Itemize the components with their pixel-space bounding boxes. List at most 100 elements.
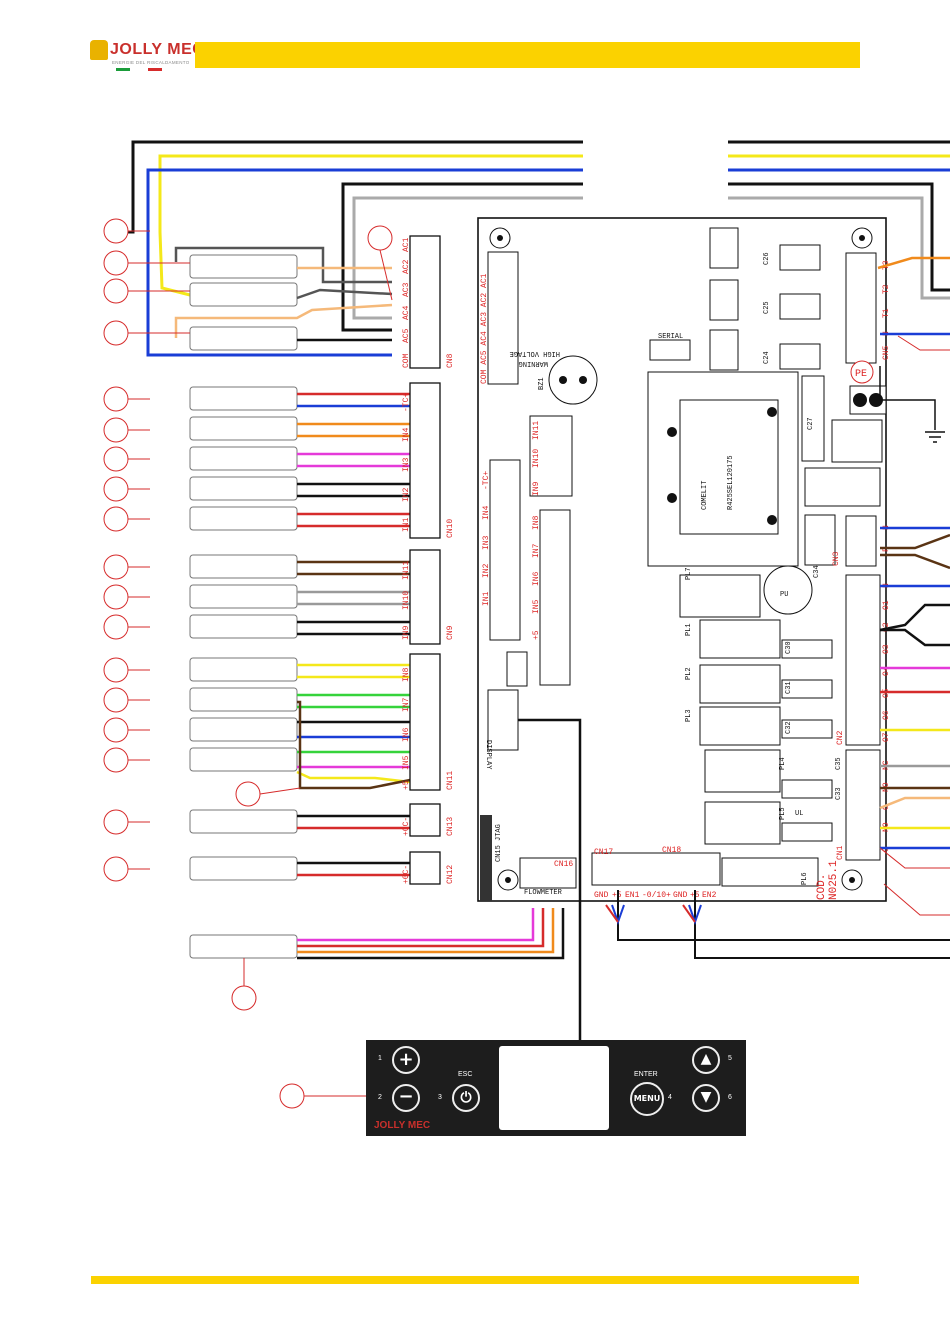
relay-pl2: PL2 <box>685 667 693 680</box>
pin-c-2: C <box>882 847 891 852</box>
flag-red-mark <box>148 68 162 71</box>
cn8-pin-ac5: AC5 <box>402 328 411 343</box>
cn8-pin-ac4: AC4 <box>402 305 411 320</box>
warning-label: WARNING <box>519 359 548 367</box>
cn8-pin-ac2: AC2 <box>402 259 411 274</box>
panel-num-1: 1 <box>378 1055 382 1062</box>
minus-button[interactable]: − <box>392 1084 420 1112</box>
logo-brand-text: JOLLY MEC <box>110 41 205 58</box>
board-cn9-in11: IN11 <box>532 421 541 440</box>
panel-num-5: 5 <box>728 1055 732 1062</box>
cn13-pin: +0C- <box>402 817 411 836</box>
left-connector-blocks <box>409 235 441 885</box>
board-cn10-in3: IN3 <box>482 535 491 550</box>
ul-label: UL <box>795 810 803 818</box>
right-output-wires <box>518 256 950 1040</box>
left-connector-labels: COM AC5 AC4 AC3 AC2 AC1 CN8 -TC+ IN4 IN3… <box>402 237 455 884</box>
down-button[interactable]: ▼ <box>692 1084 720 1112</box>
pin-f: F <box>882 547 891 552</box>
cap-c33: C33 <box>835 787 843 800</box>
pin-5v-1: +5 <box>612 891 622 900</box>
cap-c31: C31 <box>785 681 793 694</box>
high-voltage-label: HIGH VOLTAGE <box>510 349 560 357</box>
cn13-name: CN13 <box>446 817 455 836</box>
board-cn10-in4: IN4 <box>482 505 491 520</box>
logo-tagline: ENERGIE DEL RISCALDAMENTO <box>112 60 190 65</box>
pin-o7: O7 <box>882 732 891 742</box>
pin-t2: T2 <box>882 284 891 294</box>
pu-label: PU <box>780 591 788 599</box>
menu-button[interactable]: MENU <box>630 1082 664 1116</box>
serial-label: SERIAL <box>658 333 683 341</box>
cn9-pin-in10: IN10 <box>402 591 411 610</box>
control-panel: 1 2 3 4 5 6 + − ESC ⏻ ENTER MENU ▲ ▼ JOL… <box>366 1040 746 1136</box>
arrow-up-icon: ▲ <box>700 1051 712 1067</box>
control-board <box>477 217 887 902</box>
pin-t1: T1 <box>882 308 891 318</box>
cn12-name: CN12 <box>446 865 455 884</box>
panel-brand-text: JOLLY MEC <box>374 1120 431 1131</box>
jolly-mec-logo: JOLLY MEC ENERGIE DEL RISCALDAMENTO <box>90 38 204 72</box>
relay-pl1: PL1 <box>685 623 693 636</box>
page-header: JOLLY MEC ENERGIE DEL RISCALDAMENTO <box>0 0 950 90</box>
sensor-boxes <box>189 254 298 959</box>
cap-c27: C27 <box>807 417 815 430</box>
board-cn8-pins: COM AC5 AC4 AC3 AC2 AC1 <box>480 273 489 384</box>
flowmeter-label: FLOWMETER <box>524 889 563 897</box>
plus-button[interactable]: + <box>392 1046 420 1074</box>
cn9-name: CN9 <box>446 625 455 640</box>
cn8-pin-ac3: AC3 <box>402 282 411 297</box>
cn9-pin-in11: IN11 <box>402 561 411 580</box>
power-button[interactable]: ⏻ <box>452 1084 480 1112</box>
cn11-pin-5v: +5 <box>402 780 411 790</box>
panel-brand-logo: JOLLY MEC <box>374 1120 430 1131</box>
cap-c26: C26 <box>763 252 771 265</box>
board-cn11-in8: IN8 <box>532 515 541 530</box>
cap-c24: C24 <box>763 351 771 364</box>
panel-num-3: 3 <box>438 1094 442 1101</box>
panel-num-2: 2 <box>378 1094 382 1101</box>
panel-display-screen <box>499 1046 609 1130</box>
pe-label: PE <box>855 369 867 380</box>
display-label: DISPLAY <box>484 740 492 770</box>
footer-band <box>91 1276 859 1284</box>
board-cn11-in5: IN5 <box>532 599 541 614</box>
flowmeter-wires <box>297 908 565 960</box>
cn3-name: CN3 <box>832 551 841 566</box>
panel-num-4: 4 <box>668 1094 672 1101</box>
model-code-line1: COD. <box>816 874 828 900</box>
cn9-pin-in9: IN9 <box>402 625 411 640</box>
cap-c25: C25 <box>763 301 771 314</box>
probe-wires <box>296 392 411 877</box>
board-cn10-in1: IN1 <box>482 591 491 606</box>
pin-gnd-1: GND <box>594 891 609 900</box>
logo-flame-icon <box>90 40 108 60</box>
right-callout-leaders <box>879 335 950 916</box>
cn10-pin-in2: IN2 <box>402 487 411 502</box>
relay-pl7: PL7 <box>685 567 693 580</box>
cap-c32: C32 <box>785 721 793 734</box>
model-code-line2: N025.1 <box>828 860 840 900</box>
cap-c30: C30 <box>785 641 793 654</box>
cap-c35: C35 <box>835 757 843 770</box>
board-cn10-tc: -TC+ <box>482 471 491 490</box>
transformer-brand: COMELIT <box>701 481 709 510</box>
cn11-pin-in6: IN6 <box>402 727 411 742</box>
cn11-name: CN11 <box>446 771 455 790</box>
board-connector-labels: COM AC5 AC4 AC3 AC2 AC1 -TC+ IN4 IN3 IN2… <box>480 252 891 900</box>
pin-o1: O1 <box>882 600 891 610</box>
relay-pl4: PL4 <box>779 757 787 770</box>
up-button[interactable]: ▲ <box>692 1046 720 1074</box>
cn12-pin: +0C- <box>402 865 411 884</box>
cn8-name: CN8 <box>446 353 455 368</box>
relay-pl5: PL5 <box>779 807 787 820</box>
ac-wires <box>174 246 393 342</box>
cn1-name: CN1 <box>836 845 845 860</box>
flag-green-mark <box>116 68 130 71</box>
board-cn9-in9: IN9 <box>532 481 541 496</box>
board-cn16: CN16 <box>554 860 573 869</box>
board-labels: WARNING HIGH VOLTAGE BZ1 COMELIT R425SEL… <box>484 333 874 900</box>
cn11-pin-in5: IN5 <box>402 755 411 770</box>
board-cn17: CN17 <box>594 848 613 857</box>
